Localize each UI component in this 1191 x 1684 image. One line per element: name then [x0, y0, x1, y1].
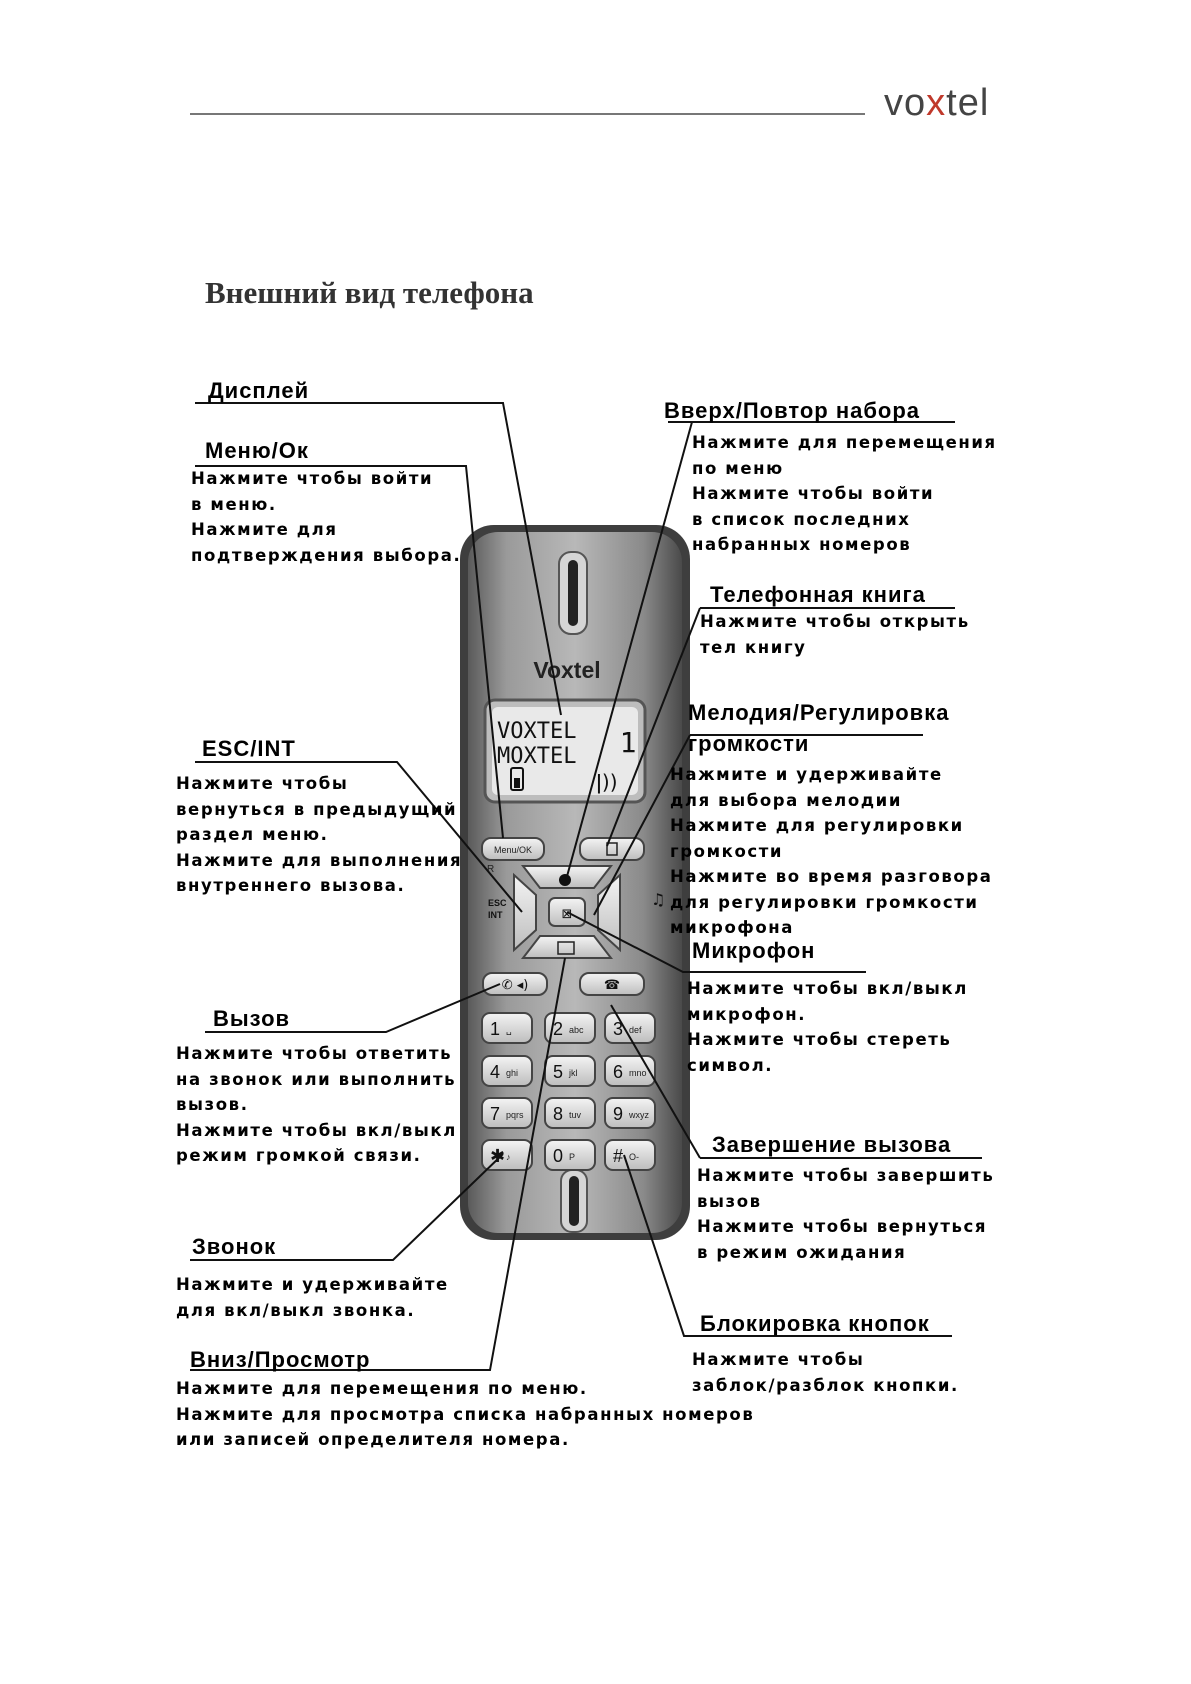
envelope-icon: [557, 941, 575, 955]
display-title: Дисплей: [208, 378, 310, 403]
svg-text:Menu/OK: Menu/OK: [494, 845, 532, 855]
keypad-key-digit: #: [613, 1146, 623, 1166]
esc-int-title: ESC/INT: [202, 736, 296, 761]
int-label: INT: [488, 910, 503, 920]
keypad-key-3[interactable]: 3 def: [604, 1012, 656, 1044]
title-underlines: [668, 421, 982, 1159]
redial-icon: [559, 874, 571, 886]
keypad-key-10[interactable]: ✱♪: [481, 1139, 533, 1171]
keypad-key-6[interactable]: 6 mno: [604, 1055, 656, 1087]
up-title: Вверх/Повтор набора: [664, 398, 921, 423]
down-desc: Нажмите для перемещения по меню.Нажмите …: [176, 1379, 755, 1449]
phone-brand: Voxtel: [533, 657, 600, 683]
menu-ok-title: Меню/Ок: [205, 438, 309, 463]
r-label: R: [487, 864, 494, 875]
page-title: Внешний вид телефона: [205, 275, 534, 310]
keypad-key-4[interactable]: 4 ghi: [481, 1055, 533, 1087]
keypad-key-letters: pqrs: [506, 1110, 524, 1120]
nav-down-key: [520, 935, 614, 959]
signal-icon: ǀ)): [596, 770, 618, 794]
keypad-key-letters: ␣: [506, 1025, 512, 1036]
phonebook-key: [579, 837, 645, 861]
hangup-icon: ☎: [604, 978, 620, 993]
keypad-key-digit: 8: [553, 1104, 563, 1124]
keypad-key-7[interactable]: 7 pqrs: [481, 1097, 533, 1129]
leader-lines: [190, 402, 952, 1371]
keylock-title: Блокировка кнопок: [700, 1311, 930, 1336]
keypad-key-letters: ♪: [506, 1152, 511, 1162]
melody-icon: ♫: [651, 890, 665, 909]
keypad-key-letters: P: [569, 1152, 575, 1162]
keypad-key-digit: 9: [613, 1104, 623, 1124]
keypad-key-letters: mno: [629, 1068, 647, 1078]
keypad-key-digit: 5: [553, 1062, 563, 1082]
end-call-title: Завершение вызова: [712, 1132, 952, 1157]
down-title: Вниз/Просмотр: [190, 1347, 371, 1372]
svg-text:1: 1: [620, 726, 637, 759]
keypad-key-8[interactable]: 8 tuv: [544, 1097, 596, 1129]
keypad-key-digit: 3: [613, 1019, 623, 1039]
keypad-key-digit: ✱: [490, 1146, 505, 1166]
esc-label: ESC: [488, 898, 507, 908]
mic-title: Микрофон: [692, 938, 816, 963]
keypad-key-letters: O-: [629, 1152, 639, 1162]
mute-icon: ⊠: [562, 907, 573, 922]
keypad-key-2[interactable]: 2 abc: [544, 1012, 596, 1044]
keypad-key-letters: wxyz: [628, 1110, 649, 1120]
phonebook-title: Телефонная книга: [710, 582, 926, 607]
nav-left-key: [513, 872, 537, 953]
keypad-key-letters: jkl: [568, 1068, 578, 1078]
menu-ok-key: Menu/OK: [481, 837, 545, 861]
keypad-key-9[interactable]: 9 wxyz: [604, 1097, 656, 1129]
keypad-key-letters: def: [629, 1025, 642, 1035]
keypad-key-digit: 6: [613, 1062, 623, 1082]
keypad-key-digit: 4: [490, 1062, 500, 1082]
keypad-key-digit: 2: [553, 1019, 563, 1039]
svg-text:MOXTEL: MOXTEL: [497, 744, 576, 769]
keypad-key-digit: 0: [553, 1146, 563, 1166]
keypad-key-letters: abc: [569, 1025, 584, 1035]
keypad-key-12[interactable]: # O-: [604, 1139, 656, 1171]
keypad-key-letters: tuv: [569, 1110, 582, 1120]
keypad-key-digit: 1: [490, 1019, 500, 1039]
melody-title: Мелодия/Регулировка громкости: [688, 700, 950, 756]
ringer-title: Звонок: [192, 1234, 277, 1259]
battery-icon: [510, 767, 524, 791]
keypad-key-digit: 7: [490, 1104, 500, 1124]
svg-text:VOXTEL: VOXTEL: [497, 719, 576, 744]
call-key: ✆ ◂): [482, 972, 548, 996]
keypad-key-1[interactable]: 1␣: [481, 1012, 533, 1044]
keypad-key-letters: ghi: [506, 1068, 518, 1078]
keypad-key-5[interactable]: 5 jkl: [544, 1055, 596, 1087]
voxtel-logo: voxtel: [884, 82, 990, 124]
end-call-key: ☎: [579, 972, 645, 996]
handset-speaker-icon: ✆ ◂): [502, 978, 529, 993]
book-icon: [606, 842, 618, 856]
lcd-display: VOXTEL MOXTEL 1 ǀ)): [483, 698, 647, 804]
call-title: Вызов: [213, 1006, 291, 1031]
header-rule: [190, 113, 865, 115]
